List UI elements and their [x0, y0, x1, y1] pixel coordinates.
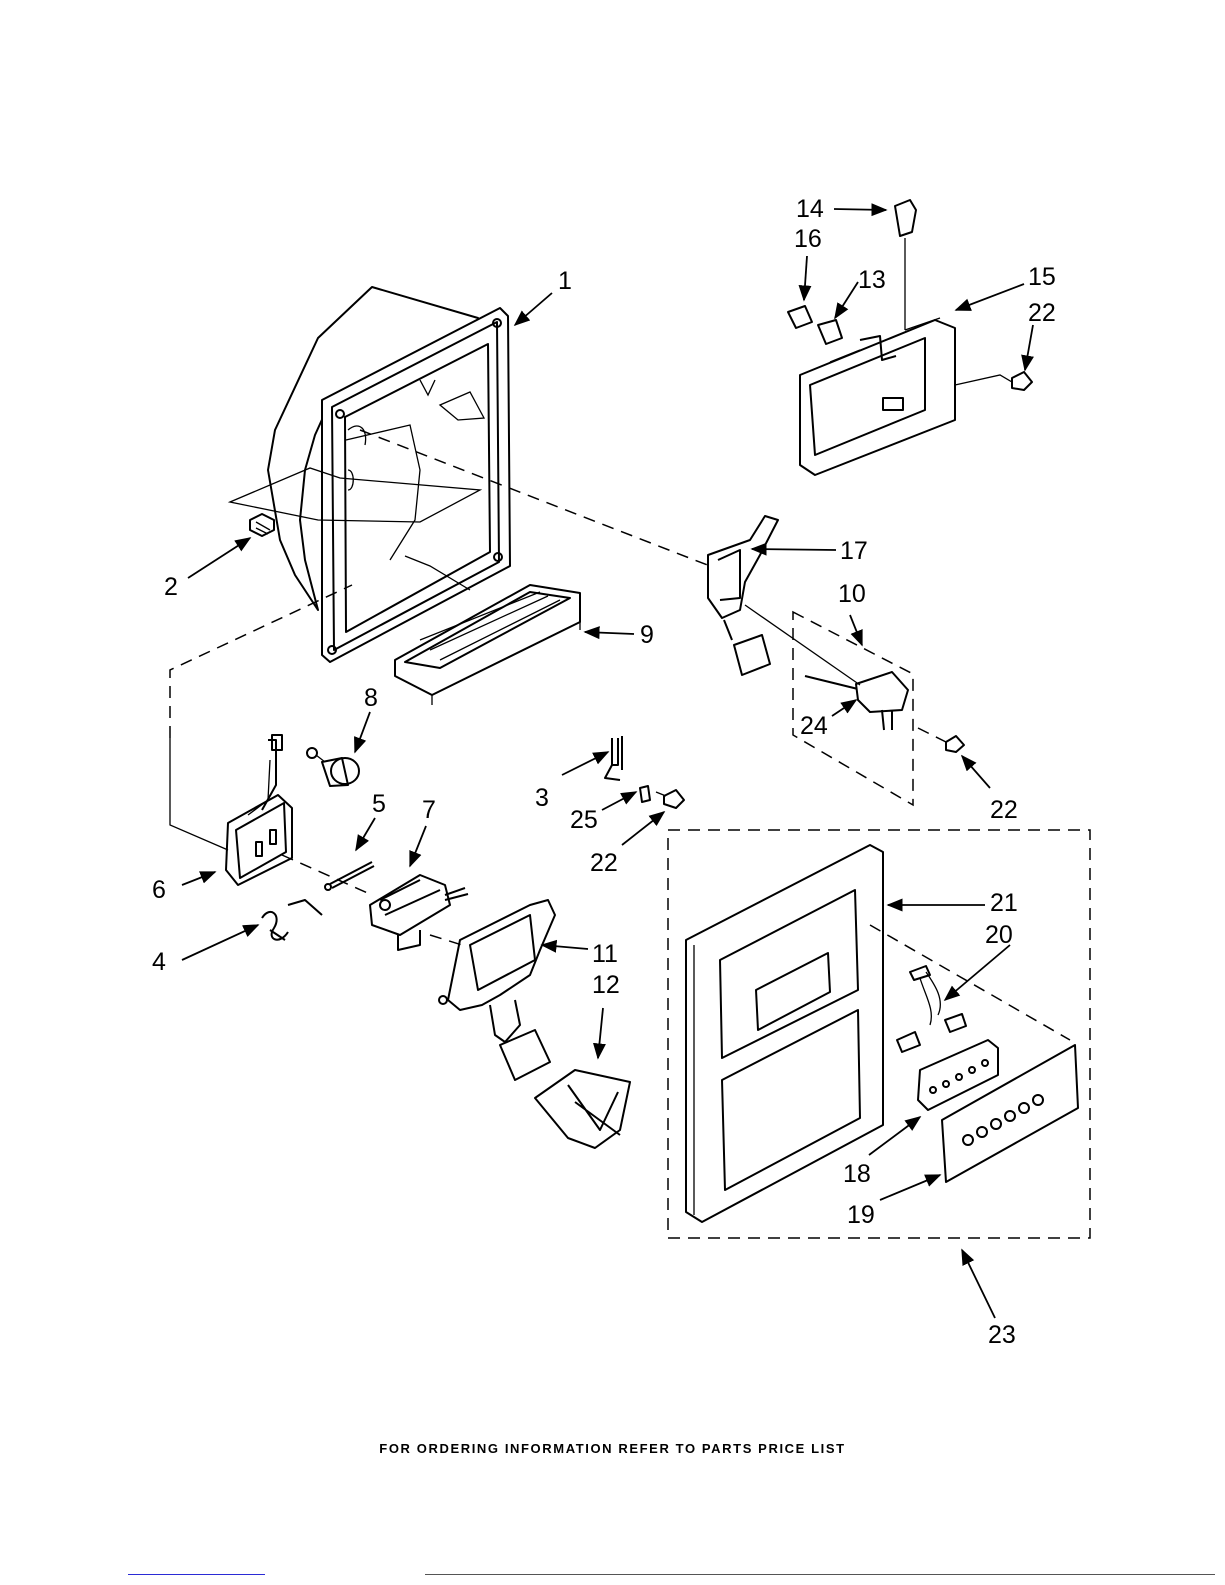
callout-7: 7	[422, 796, 436, 824]
callout-19: 19	[847, 1201, 875, 1229]
part-22-screw-right	[946, 736, 964, 752]
callout-13: 13	[858, 266, 886, 294]
bottom-link-underline	[128, 1574, 265, 1575]
callout-1: 1	[558, 267, 572, 295]
callout-20: 20	[985, 921, 1013, 949]
part-3-clip	[605, 736, 622, 780]
callout-4: 4	[152, 948, 166, 976]
callout-25: 25	[570, 806, 598, 834]
assembly-lines	[170, 430, 1070, 1040]
callout-18: 18	[843, 1160, 871, 1188]
callout-2: 2	[164, 573, 178, 601]
callout-21: 21	[990, 889, 1018, 917]
part-20-wire-harness	[897, 966, 966, 1052]
part-11-ice-lever	[439, 900, 555, 1080]
part-25-insulator	[640, 786, 650, 802]
callout-9: 9	[640, 621, 654, 649]
callout-22-top: 22	[1028, 299, 1056, 327]
part-13-socket	[818, 320, 842, 344]
part-22-screw-middle	[656, 790, 684, 808]
part-5-pin	[325, 862, 374, 890]
callout-17: 17	[840, 537, 868, 565]
bottom-divider	[425, 1574, 1215, 1575]
callout-11: 11	[592, 940, 618, 968]
callout-22-middle: 22	[590, 849, 618, 877]
callout-22-right: 22	[990, 796, 1018, 824]
part-8-solenoid	[307, 748, 359, 786]
part-15-light-housing	[800, 318, 955, 475]
callout-15: 15	[1028, 263, 1056, 291]
callout-14: 14	[796, 195, 824, 223]
callout-16: 16	[794, 225, 822, 253]
part-2-screw	[250, 514, 274, 536]
callout-3: 3	[535, 784, 549, 812]
part-6-switch-module	[226, 735, 292, 885]
part-22-screw-top	[955, 372, 1032, 390]
ordering-info-footer: FOR ORDERING INFORMATION REFER TO PARTS …	[0, 1441, 1225, 1456]
part-1-dispenser-housing	[230, 287, 510, 662]
part-14-switch	[895, 200, 916, 330]
part-7-actuator	[370, 875, 468, 950]
callout-23: 23	[988, 1321, 1016, 1349]
part-4-spring	[262, 900, 322, 940]
part-17-water-lever	[708, 516, 778, 675]
part-16-bulb	[788, 306, 812, 328]
callout-12: 12	[592, 971, 620, 999]
callout-24: 24	[800, 712, 828, 740]
callout-5: 5	[372, 790, 386, 818]
callout-8: 8	[364, 684, 378, 712]
callout-10: 10	[838, 580, 866, 608]
part-12-ice-chute	[535, 1070, 630, 1148]
callout-6: 6	[152, 876, 166, 904]
